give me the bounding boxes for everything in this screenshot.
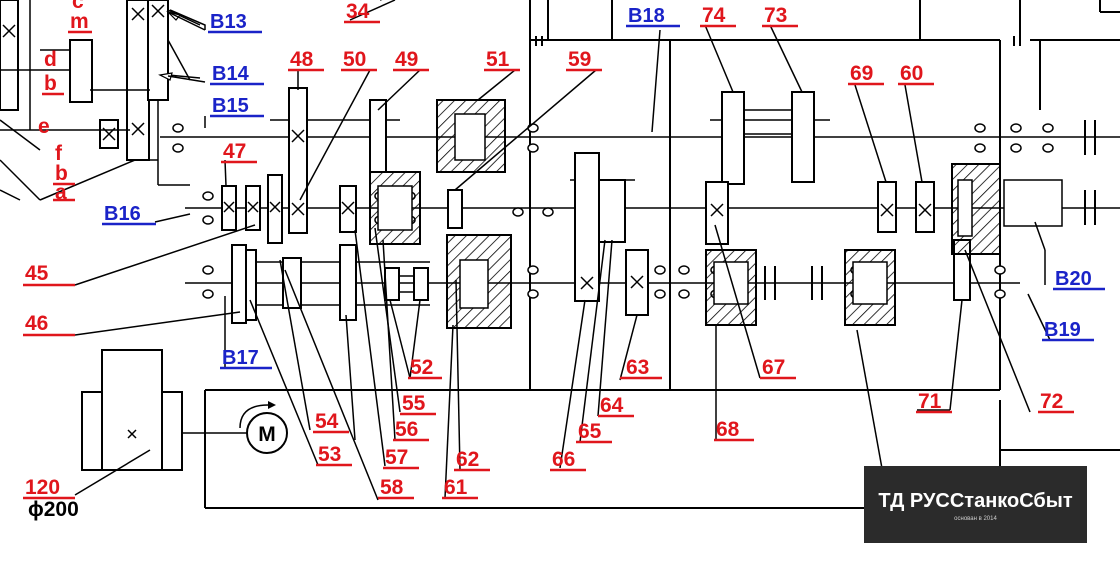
label-51: 51 [486, 48, 510, 71]
label-53: 53 [318, 443, 341, 466]
label-52: 52 [410, 356, 433, 379]
label-34: 34 [346, 0, 370, 23]
label-57: 57 [385, 446, 408, 469]
bearing-mark [172, 123, 184, 133]
label-54: 54 [315, 410, 339, 433]
label-46: 46 [25, 312, 48, 335]
label-c: c [72, 0, 84, 13]
label-f: f [55, 142, 63, 165]
bearing-mark [202, 289, 214, 299]
bearing-mark [512, 207, 524, 217]
bearing-mark [542, 207, 554, 217]
motor-label: M [258, 423, 276, 446]
bearing-mark [654, 289, 666, 299]
label-48: 48 [290, 48, 314, 71]
label-b14: B14 [212, 63, 250, 85]
label-59: 59 [568, 48, 591, 71]
bearing-mark [1042, 143, 1054, 153]
label-60: 60 [900, 62, 923, 85]
blue-underlines [102, 24, 1105, 370]
label-72: 72 [1040, 390, 1063, 413]
label-55: 55 [402, 392, 426, 415]
bearing-mark [1042, 123, 1054, 133]
bearing-mark [678, 265, 690, 275]
label-a: a [55, 181, 67, 204]
blue-labels: B13 B14 B15 B16 B17 B18 B19 B20 [104, 5, 1092, 369]
label-67: 67 [762, 356, 785, 379]
label-73: 73 [764, 4, 787, 27]
label-62: 62 [456, 448, 479, 471]
label-68: 68 [716, 418, 740, 441]
label-45: 45 [25, 262, 49, 285]
label-d: d [44, 48, 57, 71]
label-b18: B18 [628, 5, 665, 27]
label-e: e [38, 115, 50, 138]
label-b-2: b [55, 162, 68, 185]
bearing-mark [202, 215, 214, 225]
label-b17: B17 [222, 347, 259, 369]
label-50: 50 [343, 48, 366, 71]
watermark: ТД РУССтанкоСбыт основан в 2014 [864, 466, 1087, 543]
label-64: 64 [600, 394, 624, 417]
upper-left-mechanism [0, 0, 383, 201]
label-49: 49 [395, 48, 418, 71]
label-56: 56 [395, 418, 418, 441]
bearing-mark [994, 265, 1006, 275]
bearing-mark [678, 289, 690, 299]
motor-assembly: M [74, 349, 288, 496]
diameter-label: ϕ200 [28, 498, 79, 521]
label-47: 47 [223, 140, 246, 163]
bearing-mark [527, 289, 539, 299]
bearing-mark [654, 265, 666, 275]
bearing-mark [527, 123, 539, 133]
leader-lines [30, 0, 1051, 501]
hatched-housings [369, 99, 1063, 329]
label-74: 74 [702, 4, 726, 27]
label-58: 58 [380, 476, 404, 499]
label-69: 69 [850, 62, 873, 85]
label-120: 120 [25, 476, 60, 499]
bearing-mark [974, 123, 986, 133]
red-labels: 34 48 50 49 51 59 74 73 69 60 47 45 46 5… [25, 0, 1063, 499]
bearing-mark [527, 143, 539, 153]
housing-frame [204, 0, 1120, 509]
label-71: 71 [918, 390, 942, 413]
motor-circle [246, 412, 288, 454]
label-b: b [44, 72, 57, 95]
label-b20: B20 [1055, 268, 1092, 290]
label-m: m [70, 10, 89, 33]
bearing-mark [1010, 123, 1022, 133]
bearing-mark [202, 191, 214, 201]
label-66: 66 [552, 448, 575, 471]
label-61: 61 [444, 476, 468, 499]
bearing-mark [974, 143, 986, 153]
label-b15: B15 [212, 95, 249, 117]
label-b16: B16 [104, 203, 141, 225]
bearing-mark [994, 289, 1006, 299]
bearing-mark [527, 265, 539, 275]
watermark-subtitle: основан в 2014 [954, 516, 997, 522]
label-63: 63 [626, 356, 649, 379]
bearing-mark [172, 143, 184, 153]
red-underlines [23, 20, 1074, 500]
label-b13: B13 [210, 11, 247, 33]
label-65: 65 [578, 420, 602, 443]
label-b19: B19 [1044, 319, 1081, 341]
bearing-mark [1010, 143, 1022, 153]
bearing-mark [202, 265, 214, 275]
watermark-title: ТД РУССтанкоСбыт [878, 490, 1073, 512]
